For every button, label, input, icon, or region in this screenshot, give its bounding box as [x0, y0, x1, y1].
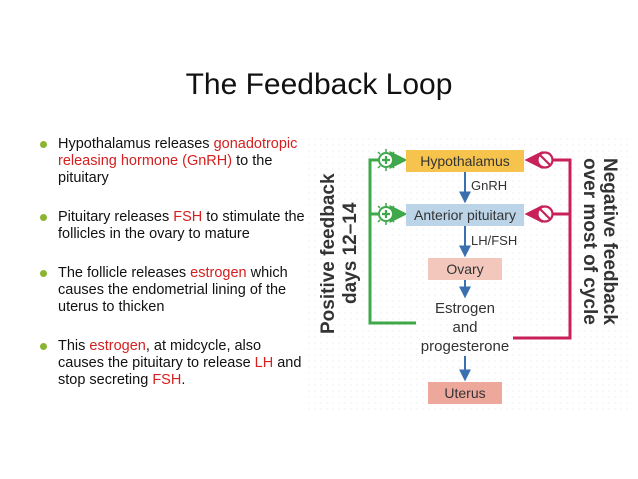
hypothalamus-label: Hypothalamus	[420, 153, 510, 169]
anterior-pituitary-label: Anterior pituitary	[414, 207, 516, 223]
inhibit-icon	[536, 205, 554, 223]
inhibit-icon	[536, 151, 554, 169]
slide-title: The Feedback Loop	[185, 68, 453, 101]
bullet-text-part: which causes the endometrial lining of t…	[58, 265, 288, 315]
positive-feedback-days-label: days 12–14	[340, 202, 361, 304]
progesterone-label: progesterone	[421, 338, 509, 355]
and-label: and	[452, 319, 477, 336]
bullet-text-part: The follicle releases	[58, 265, 191, 281]
bullet-dot-icon	[40, 214, 47, 221]
gnrh-label: GnRH	[471, 178, 507, 193]
plus-stimulate-icon	[375, 149, 397, 171]
feedback-diagram: Positive feedback days 12–14 Negative fe…	[308, 138, 630, 410]
bullet-item: Pituitary releases FSH to stimulate the …	[40, 209, 308, 243]
bullet-text-part: This	[58, 338, 90, 354]
negative-feedback-label: Negative feedback	[599, 158, 620, 325]
uterus-box	[428, 382, 502, 404]
uterus-label: Uterus	[444, 385, 485, 401]
bullet-text-part: Pituitary releases	[58, 209, 174, 225]
hypothalamus-box	[406, 150, 524, 172]
ovary-box	[428, 258, 502, 280]
plus-stimulate-icon	[375, 203, 397, 225]
bullet-item: This estrogen, at midcycle, also causes …	[40, 338, 308, 389]
bullet-dot-icon	[40, 270, 47, 277]
bullet-text-part: , at midcycle, also causes the pituitary…	[58, 338, 262, 371]
bullet-highlight: estrogen	[89, 338, 146, 354]
bullet-dot-icon	[40, 141, 47, 148]
bullet-highlight: LH	[254, 355, 274, 371]
positive-feedback-label: Positive feedback	[318, 173, 339, 334]
bullet-item: The follicle releases estrogen which cau…	[40, 265, 308, 316]
estrogen-label: Estrogen	[435, 300, 495, 317]
bullet-highlight: FSH	[173, 209, 203, 225]
bullet-text-part: to the pituitary	[58, 153, 273, 186]
bullet-text-part: to stimulate the follicles in the ovary …	[58, 209, 305, 242]
ovary-label: Ovary	[446, 261, 483, 277]
bullet-list: Hypothalamus releases gonadotropic relea…	[40, 136, 308, 411]
bullet-text-part: Hypothalamus releases	[58, 136, 214, 152]
lh-fsh-label: LH/FSH	[471, 233, 517, 248]
bullet-text-part: and stop secreting	[58, 355, 302, 388]
bullet-text-part: .	[181, 372, 186, 388]
bullet-highlight: FSH	[152, 372, 182, 388]
bullet-highlight: estrogen	[190, 265, 247, 281]
anterior-pituitary-box	[406, 204, 524, 226]
bullet-highlight: gonadotropic releasing hormone (GnRH)	[58, 136, 298, 169]
bullet-item: Hypothalamus releases gonadotropic relea…	[40, 136, 308, 187]
bullet-dot-icon	[40, 343, 47, 350]
negative-feedback-cycle-label: over most of cycle	[579, 158, 600, 325]
